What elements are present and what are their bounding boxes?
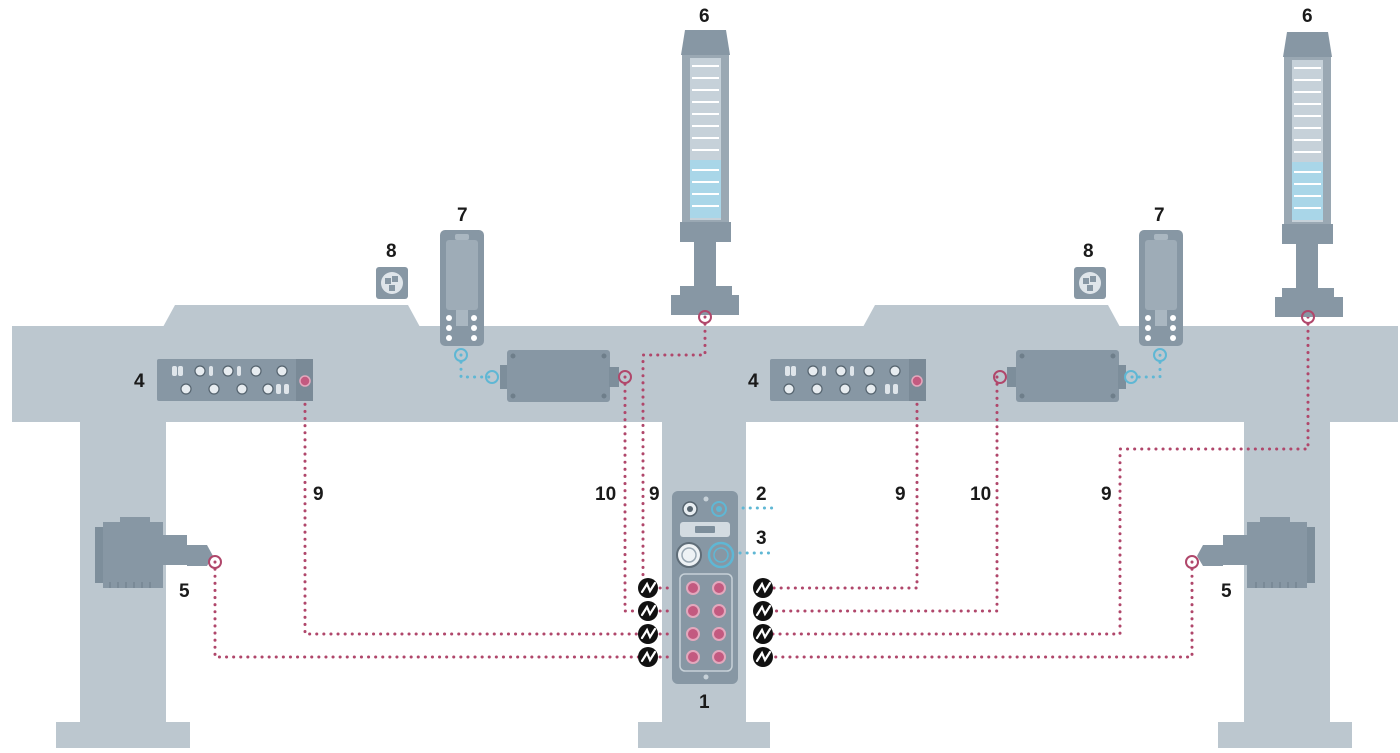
cable-9-tower-right [760,315,1310,636]
io-link-symbols [638,578,773,667]
actuator-left [95,517,213,588]
label-cable-9-a: 9 [313,484,324,505]
port-actuator-right [1185,555,1199,569]
port-box-left [618,370,632,384]
hub-ports [686,581,726,664]
port-safety-left [454,348,468,362]
cable-10-valve-right [760,375,999,613]
label-hub: 1 [699,692,710,713]
label-rfid-right: 8 [1083,241,1094,262]
label-port-3: 3 [756,528,767,549]
label-cable-9-c: 9 [895,484,906,505]
cable-actuator-left [213,560,645,659]
label-cable-9-d: 9 [1101,484,1112,505]
label-io-module-right: 4 [748,371,759,392]
label-cable-10-a: 10 [595,484,616,505]
cable-10-valve-left [623,375,645,613]
signal-tower-right [1275,32,1343,317]
label-actuator-right: 5 [1221,581,1232,602]
io-module-right [770,359,926,401]
interlock-box-right [1007,350,1126,402]
number-labels: 1 2 3 4 4 5 5 6 6 7 7 8 8 9 10 9 9 10 9 [134,6,1313,713]
label-signal-tower-left: 6 [699,6,710,27]
io-module-left [157,359,313,401]
port-safety-right [1153,348,1167,362]
label-io-module-left: 4 [134,371,145,392]
rfid-reader-right [1074,267,1106,299]
cable-actuator-right [760,560,1194,659]
safety-switch-right [1139,230,1183,346]
port-safety-box-left [485,370,499,384]
cable-safety-left [459,353,493,379]
label-safety-switch-left: 7 [457,205,468,226]
signal-tower-left [671,30,739,315]
cables [213,315,1310,659]
label-rfid-left: 8 [386,241,397,262]
label-actuator-left: 5 [179,581,190,602]
io-hub [672,491,738,684]
port-actuator-left [208,555,222,569]
connection-ports [208,310,1315,569]
cable-safety-right [1130,353,1162,379]
interlock-box-left [500,350,619,402]
port-safety-box-right [1124,370,1138,384]
rfid-reader-left [376,267,408,299]
port-tower-left [698,310,712,324]
safety-switch-left [440,230,484,346]
actuator-right [1197,517,1315,588]
label-safety-switch-right: 7 [1154,205,1165,226]
label-cable-9-b: 9 [649,484,660,505]
cable-9-io-left [303,381,645,636]
port-tower-right [1301,310,1315,324]
label-port-2: 2 [756,484,767,505]
label-cable-10-b: 10 [970,484,991,505]
cable-9-io-right [760,381,919,590]
port-box-right [993,370,1007,384]
label-signal-tower-right: 6 [1302,6,1313,27]
